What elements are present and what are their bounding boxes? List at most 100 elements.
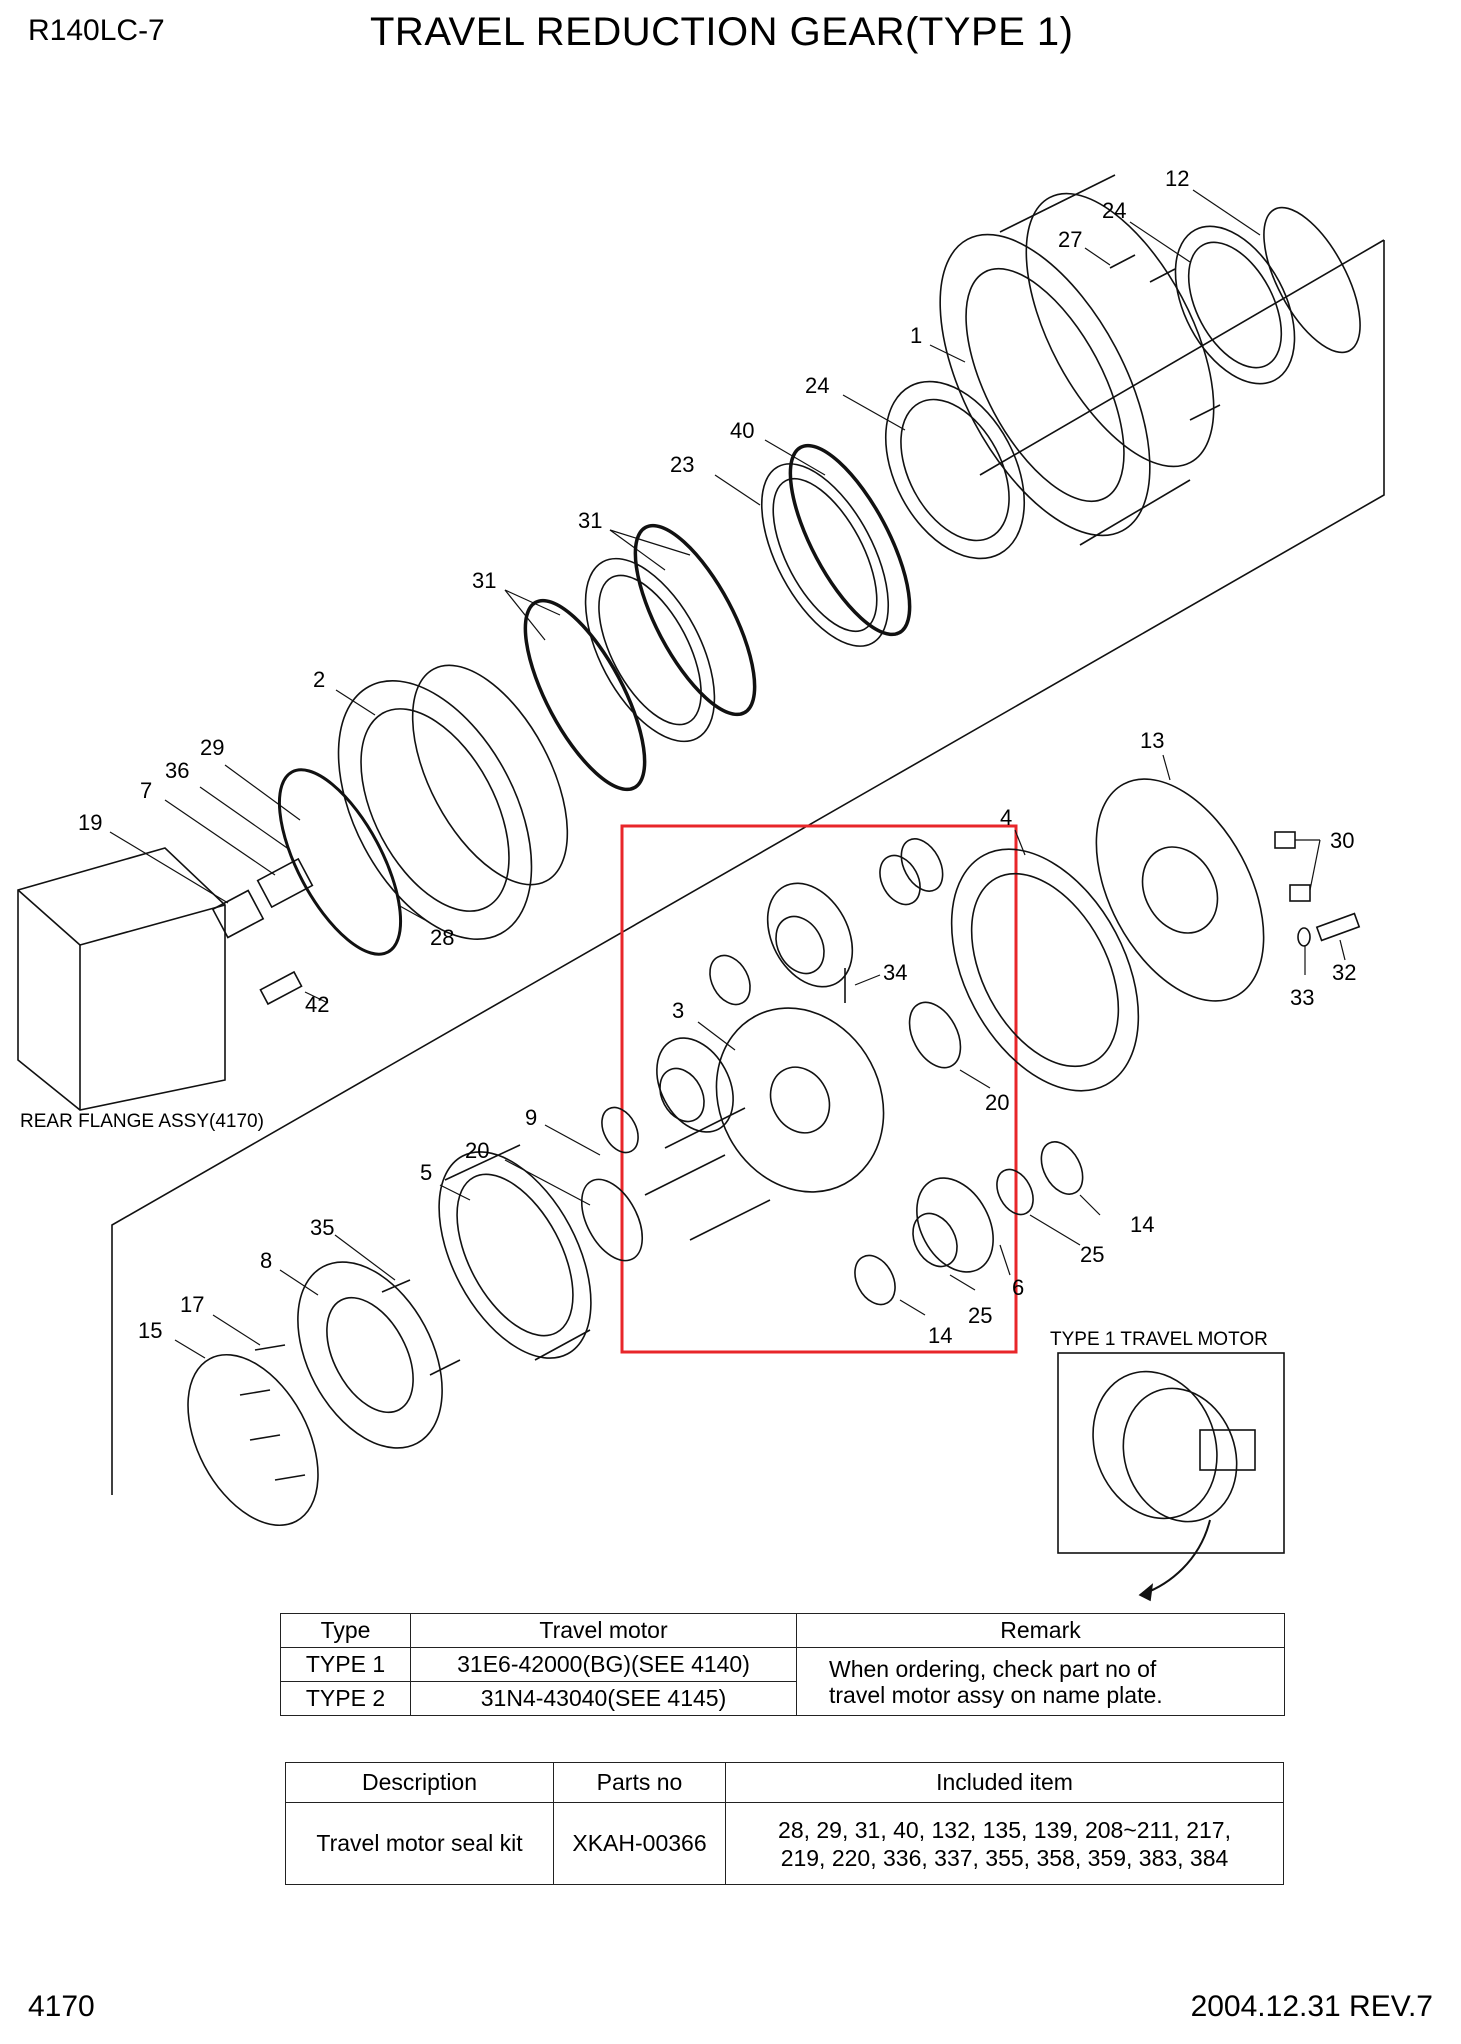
- coupling-part-19: [211, 889, 265, 939]
- callout-32: 32: [1332, 960, 1356, 985]
- carrier-part-3: [715, 1007, 885, 1193]
- callout-8: 8: [260, 1248, 272, 1273]
- seal-part-31b: [584, 557, 716, 743]
- planet-gear-part-6: [912, 1177, 994, 1273]
- board-outline: [111, 240, 1385, 1495]
- planet-gear-left: [656, 1037, 734, 1133]
- washer-part-33: [1297, 927, 1311, 947]
- callout-34: 34: [883, 960, 907, 985]
- bearing-part-24-upper: [1174, 225, 1296, 385]
- callout-9: 9: [525, 1105, 537, 1130]
- callout-4: 4: [1000, 805, 1012, 830]
- callout-14: 14: [928, 1323, 952, 1348]
- bolt-part-35b: [429, 1359, 461, 1376]
- callout-27: 27: [1058, 227, 1082, 252]
- callout-1: 1: [910, 323, 922, 348]
- callout-12: 12: [1165, 166, 1189, 191]
- callout-19: 19: [78, 810, 102, 835]
- callout-24: 24: [805, 373, 829, 398]
- o-ring-part-12: [1263, 206, 1361, 354]
- shaft-part-7: [256, 857, 314, 909]
- housing-part-1: [939, 174, 1215, 546]
- motor-inset-drawing: [1092, 1370, 1256, 1523]
- callout-20: 20: [985, 1090, 1009, 1115]
- callout-24: 24: [1102, 198, 1126, 223]
- type-table: Type Travel motor Remark TYPE 1 31E6-420…: [280, 1613, 1285, 1716]
- callout-36: 36: [165, 758, 189, 783]
- callout-29: 29: [200, 735, 224, 760]
- motor-header: Travel motor: [410, 1613, 797, 1648]
- motor-inset-frame: [1057, 1352, 1285, 1554]
- cover-part-13: [1095, 778, 1265, 1002]
- motor-inset-caption: TYPE 1 TRAVEL MOTOR: [1050, 1329, 1268, 1350]
- type-header: Type: [280, 1613, 411, 1648]
- washer-part-20a: [908, 1001, 962, 1069]
- callout-25: 25: [968, 1303, 992, 1328]
- callout-35: 35: [310, 1215, 334, 1240]
- hub-part-2: [337, 664, 569, 940]
- callout-6: 6: [1012, 1275, 1024, 1300]
- callout-30: 30: [1330, 828, 1354, 853]
- ring-gear-part-5: [438, 1144, 592, 1361]
- bolts-part-17: [239, 1344, 306, 1481]
- callout-7: 7: [140, 778, 152, 803]
- callout-5: 5: [420, 1160, 432, 1185]
- sprocket-part-8: [297, 1261, 443, 1449]
- pins-part-9: [644, 1107, 771, 1241]
- o-ring-part-29: [277, 768, 403, 956]
- callout-14: 14: [1130, 1212, 1154, 1237]
- type-cell: TYPE 2: [280, 1681, 411, 1716]
- callout-31: 31: [578, 508, 602, 533]
- plug-part-30b: [1289, 884, 1311, 902]
- callout-42: 42: [305, 992, 329, 1017]
- remark-line: travel motor assy on name plate.: [829, 1681, 1163, 1708]
- page-number: 4170: [28, 1990, 95, 2023]
- date-revision: 2004.12.31 REV.7: [1190, 1990, 1433, 2023]
- inset-arrow: [1139, 1519, 1211, 1596]
- ring-part-40: [788, 443, 912, 637]
- callout-23: 23: [670, 452, 694, 477]
- washer-left: [709, 954, 751, 1006]
- motor-cell: 31N4-43040(SEE 4145): [410, 1681, 797, 1716]
- leader-lines: [109, 189, 1346, 1359]
- model-code: R140LC-7: [28, 14, 165, 47]
- pins-part-27: [1109, 254, 1221, 421]
- page-title: TRAVEL REDUCTION GEAR(TYPE 1): [370, 10, 1074, 54]
- bearing-part-25b: [996, 1168, 1034, 1216]
- callout-28: 28: [430, 925, 454, 950]
- pin-part-42: [259, 970, 303, 1006]
- bolt-part-35a: [381, 1279, 411, 1293]
- included-cell: 28, 29, 31, 40, 132, 135, 139, 208~211, …: [725, 1802, 1284, 1885]
- callout-15: 15: [138, 1318, 162, 1343]
- parts-no-header: Parts no: [553, 1762, 726, 1803]
- callout-33: 33: [1290, 985, 1314, 1010]
- remark-cell: When ordering, check part no of travel m…: [796, 1647, 1285, 1716]
- motor-cell: 31E6-42000(BG)(SEE 4140): [410, 1647, 797, 1682]
- callout-17: 17: [180, 1292, 204, 1317]
- seal-part-31a: [633, 523, 757, 717]
- callout-25: 25: [1080, 1242, 1104, 1267]
- callout-40: 40: [730, 418, 754, 443]
- bearing-part-25a: [879, 854, 921, 906]
- included-line: 219, 220, 336, 337, 355, 358, 359, 383, …: [780, 1844, 1229, 1871]
- washer-upper: [900, 838, 944, 892]
- bolt-part-32: [1315, 912, 1361, 942]
- washer-part-20b: [580, 1178, 644, 1262]
- ring-gear-part-4: [950, 848, 1140, 1092]
- washer-mid: [601, 1106, 639, 1154]
- planet-gear-upper: [766, 882, 854, 988]
- remark-line: When ordering, check part no of: [829, 1655, 1157, 1682]
- plug-part-30a: [1274, 831, 1296, 849]
- rear-flange-caption: REAR FLANGE ASSY(4170): [20, 1111, 264, 1132]
- type-cell: TYPE 1: [280, 1647, 411, 1682]
- parts-no-cell: XKAH-00366: [553, 1802, 726, 1885]
- description-header: Description: [285, 1762, 554, 1803]
- seal-part-31c: [523, 598, 647, 792]
- callout-3: 3: [672, 998, 684, 1023]
- included-line: 28, 29, 31, 40, 132, 135, 139, 208~211, …: [778, 1816, 1231, 1843]
- rear-flange-block: [17, 847, 226, 1111]
- bearing-part-24-lower: [884, 380, 1026, 560]
- callout-31: 31: [472, 568, 496, 593]
- highlight-box: [620, 824, 1018, 1354]
